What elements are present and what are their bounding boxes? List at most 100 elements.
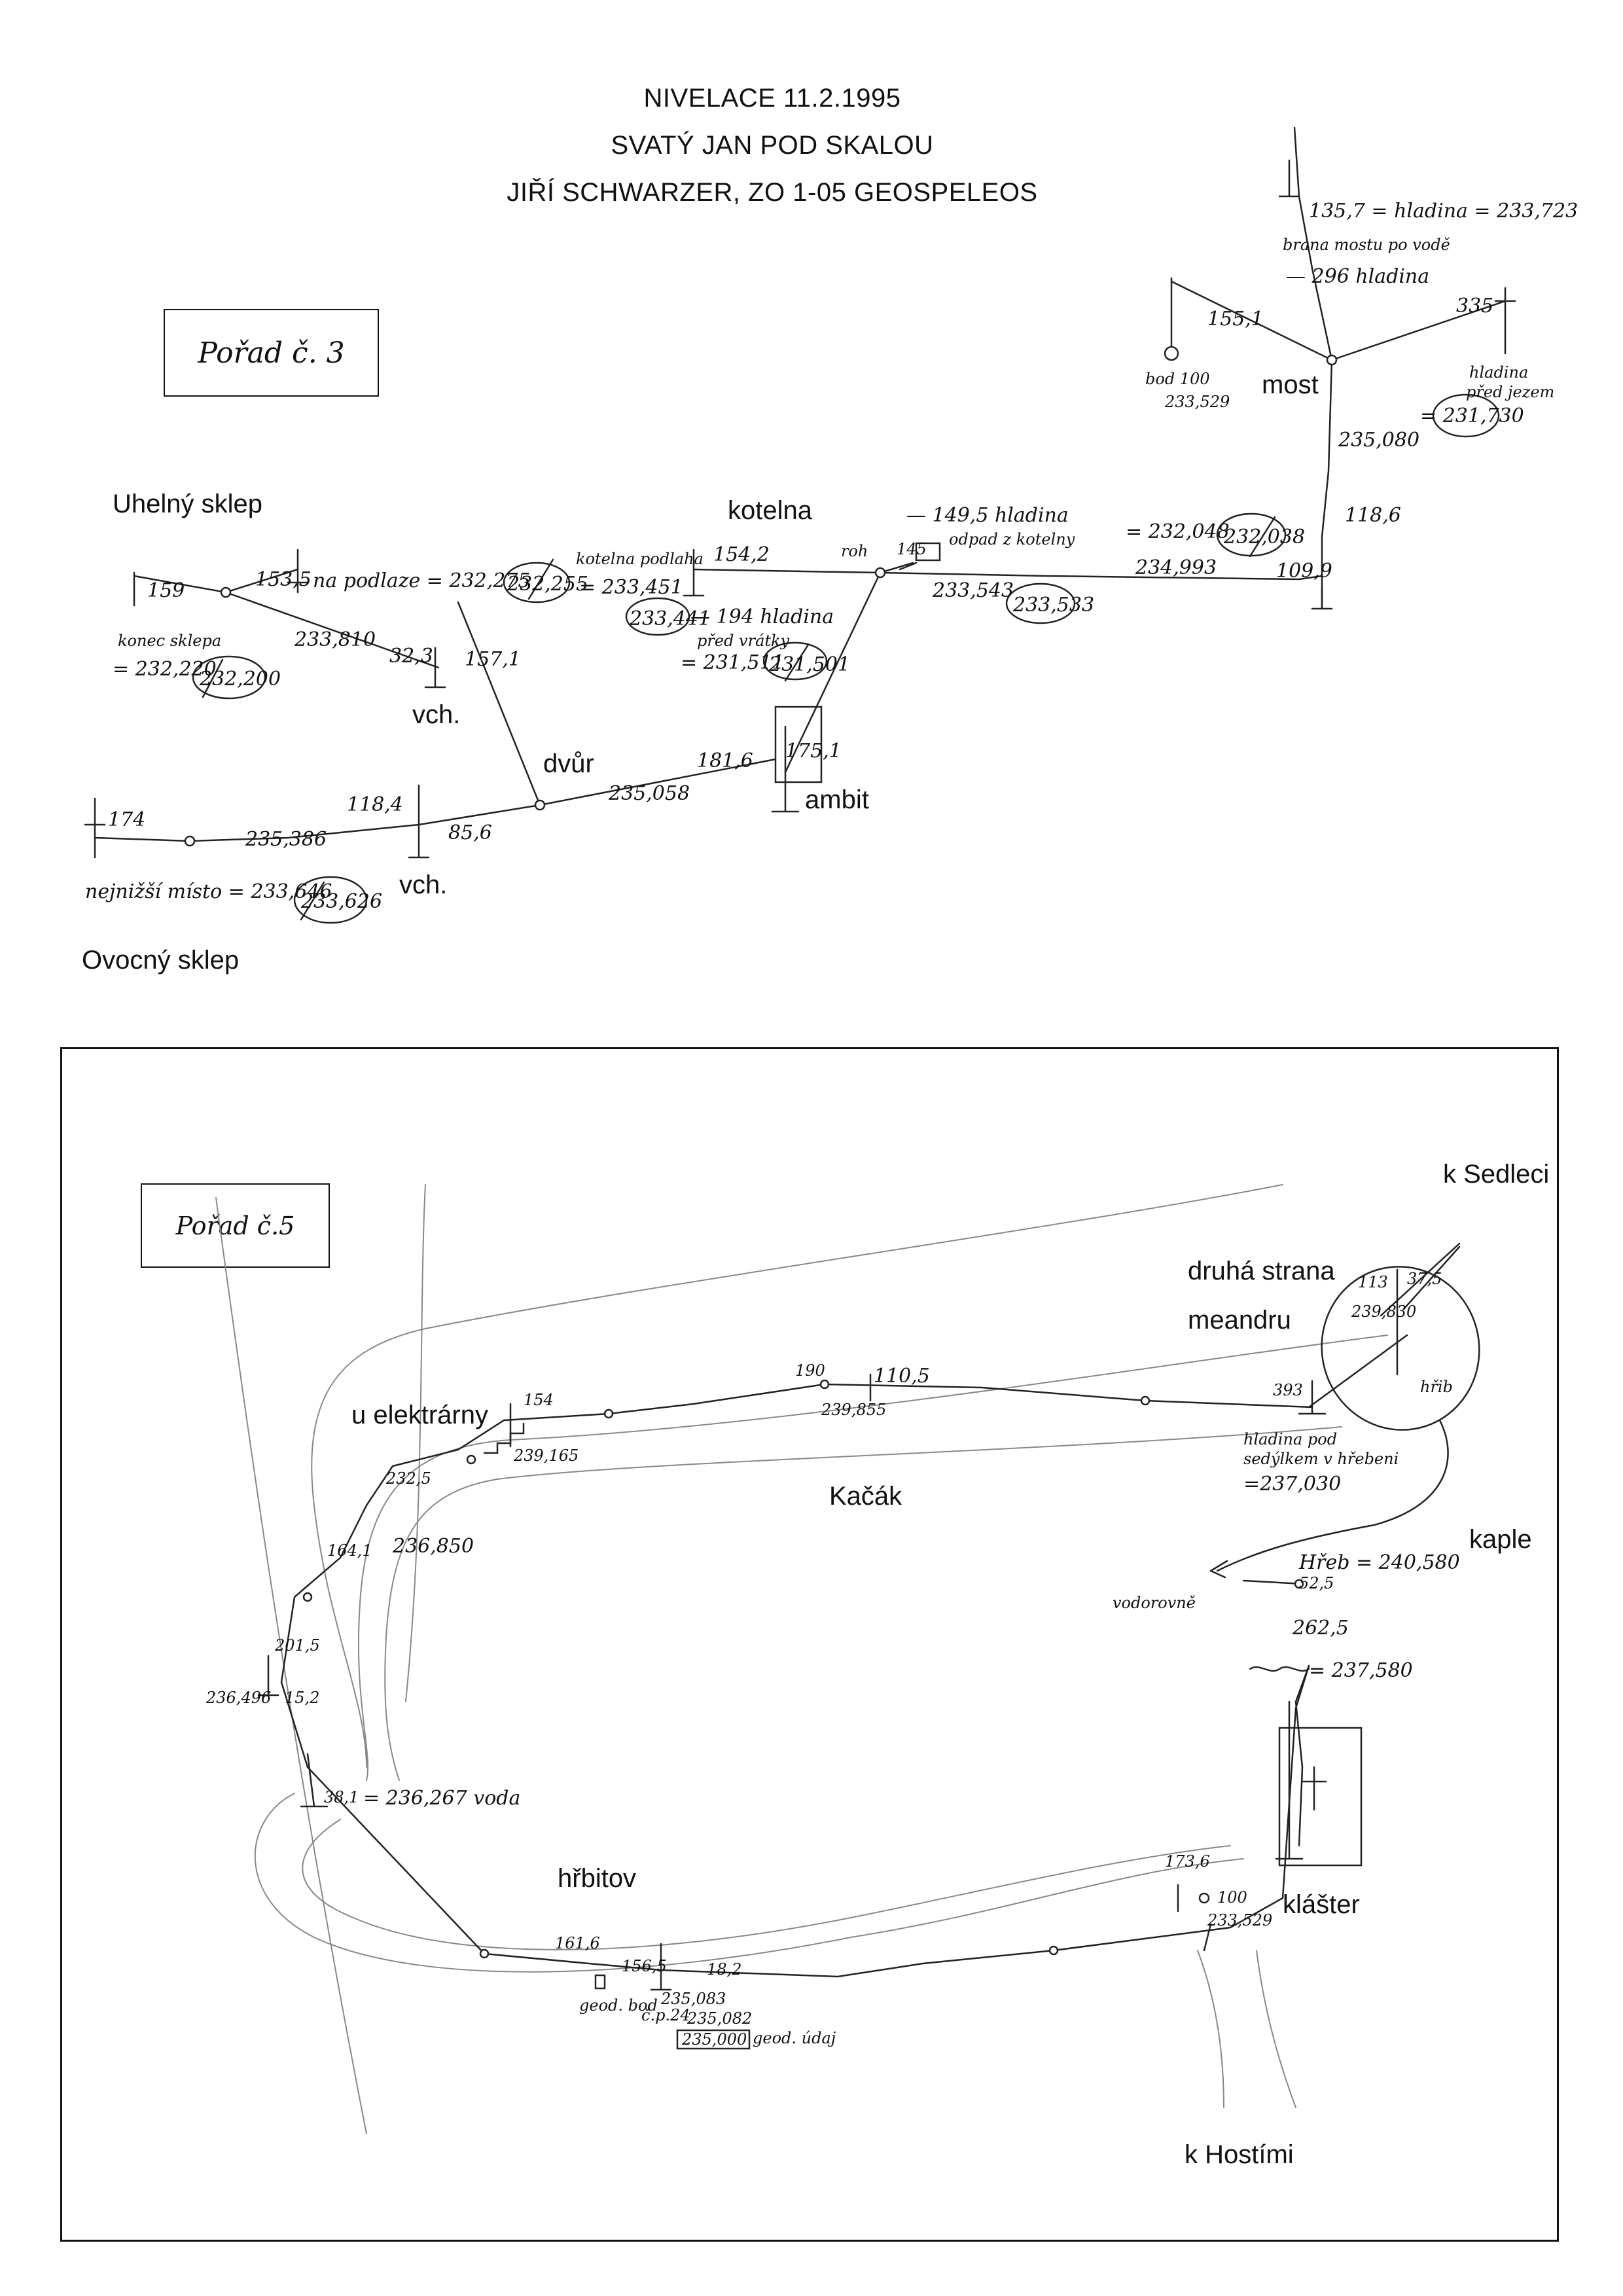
title-line-1: NIVELACE 11.2.1995: [643, 84, 901, 113]
note: 15,2: [285, 1689, 320, 1707]
staff-right: [1494, 287, 1516, 355]
note: 174: [108, 808, 146, 831]
note: 155,1: [1207, 308, 1264, 331]
note: 235,082: [687, 2009, 753, 2028]
note: — 296 hladina: [1286, 265, 1430, 288]
slash-marks: [202, 516, 1276, 921]
note: — 194 hladina: [690, 605, 834, 628]
place-ovocny-sklep: Ovocný sklep: [82, 946, 240, 975]
line-most-down: [1321, 359, 1333, 610]
note: 85,6: [448, 821, 492, 844]
sheet5-label-box: Pořad č.5: [141, 1183, 330, 1268]
note: 232,255: [507, 573, 589, 596]
note: 173,6: [1165, 1852, 1210, 1871]
note: před jezem: [1466, 383, 1555, 401]
place-vch-2: vch.: [399, 870, 448, 899]
line-roh-flag: [899, 562, 918, 571]
place-k-hostimi: k Hostími: [1185, 2140, 1294, 2169]
note: 52,5: [1299, 1574, 1334, 1592]
staff-174: [84, 797, 106, 859]
note: bod 100: [1145, 370, 1210, 388]
circle-233626: [293, 876, 368, 924]
note: 118,6: [1345, 504, 1401, 527]
node-uhelny: [220, 586, 232, 598]
line-roh-down: [784, 571, 882, 774]
sheet5-label: Pořad č.5: [175, 1211, 295, 1240]
note: 262,5: [1293, 1617, 1349, 1640]
circle-231730: [1432, 393, 1500, 438]
line-dvur-up: [457, 601, 541, 806]
place-kacak: Kačák: [829, 1482, 902, 1511]
place-meandru: meandru: [1188, 1306, 1291, 1335]
node-dvur: [534, 799, 546, 811]
note: 233,441: [630, 607, 711, 630]
note: = 232,220: [113, 658, 217, 681]
place-hrbitov: hřbitov: [558, 1864, 637, 1893]
note: 175,1: [785, 740, 842, 762]
place-vch-1: vch.: [412, 700, 461, 729]
note: 153,5: [255, 568, 312, 591]
sheet3-sketch: [84, 126, 1516, 924]
note: 100: [1217, 1888, 1247, 1907]
staff-bottom: [1311, 588, 1333, 610]
note: odpad z kotelny: [949, 530, 1075, 548]
note: 235,080: [1338, 429, 1420, 452]
note: 231,501: [769, 653, 851, 676]
note: = 236,267 voda: [363, 1787, 521, 1810]
node-bod100: [1164, 346, 1179, 361]
note: 109,9: [1276, 560, 1332, 583]
note: hladina: [1469, 363, 1529, 382]
staff-ambit: [771, 725, 800, 813]
note: hřib: [1420, 1378, 1453, 1396]
note: = 237,580: [1309, 1659, 1413, 1682]
ambit-box: [774, 706, 823, 783]
line-dvur-ambit: [539, 758, 777, 806]
note: 235,058: [609, 782, 690, 805]
note: 154: [524, 1391, 554, 1409]
line-most-right: [1330, 300, 1507, 361]
note: = 231,511: [681, 651, 785, 674]
note: 236,496: [206, 1689, 272, 1707]
title-line-3: JIŘÍ SCHWARZER, ZO 1-05 GEOSPELEOS: [507, 178, 1038, 207]
staff-153: [287, 548, 309, 594]
sheet3-label: Pořad č. 3: [198, 336, 345, 370]
note: 393: [1273, 1381, 1303, 1399]
note: 135,7 = hladina = 233,723: [1309, 200, 1578, 223]
title-line-2: SVATÝ JAN POD SKALOU: [611, 131, 934, 160]
sheet5-frame: [60, 1047, 1559, 2242]
note: hladina pod: [1243, 1430, 1338, 1448]
note: geod. bod: [579, 1996, 658, 2015]
note: 232,200: [200, 668, 281, 691]
note: na podlaze = 232,275: [313, 569, 531, 592]
note: brana mostu po vodě: [1283, 236, 1450, 254]
flag-roh: [915, 542, 941, 562]
circle-232200: [192, 655, 266, 700]
note: 201,5: [275, 1636, 320, 1655]
place-druha-strana: druhá strana: [1188, 1257, 1335, 1285]
note: 235,386: [245, 828, 327, 851]
circle-231501: [762, 641, 828, 681]
note: 118,4: [347, 793, 403, 816]
node-roh: [874, 567, 886, 579]
note: 38,1: [324, 1788, 359, 1806]
place-kotelna: kotelna: [728, 496, 812, 525]
note: kotelna podlaha: [576, 550, 704, 568]
note: 37,5: [1407, 1270, 1442, 1288]
place-uhelny-sklep: Uhelný sklep: [113, 490, 263, 518]
node-ovocny: [184, 835, 196, 847]
note: 161,6: [555, 1934, 600, 1952]
note: 335: [1456, 295, 1494, 317]
note: =237,030: [1243, 1473, 1342, 1496]
place-dvur: dvůr: [543, 749, 594, 778]
note: 113: [1358, 1273, 1388, 1291]
note: 32,3: [389, 645, 433, 668]
note: před vrátky: [697, 632, 790, 650]
note: č.p.24: [641, 2006, 690, 2024]
line-most-up: [1293, 126, 1333, 361]
note: 18,2: [707, 1960, 742, 1979]
note: 181,6: [697, 749, 753, 772]
place-most: most: [1262, 370, 1319, 399]
line-to-vch: [224, 591, 440, 669]
note: 157,1: [465, 648, 521, 671]
note: = 232,048: [1126, 520, 1230, 543]
